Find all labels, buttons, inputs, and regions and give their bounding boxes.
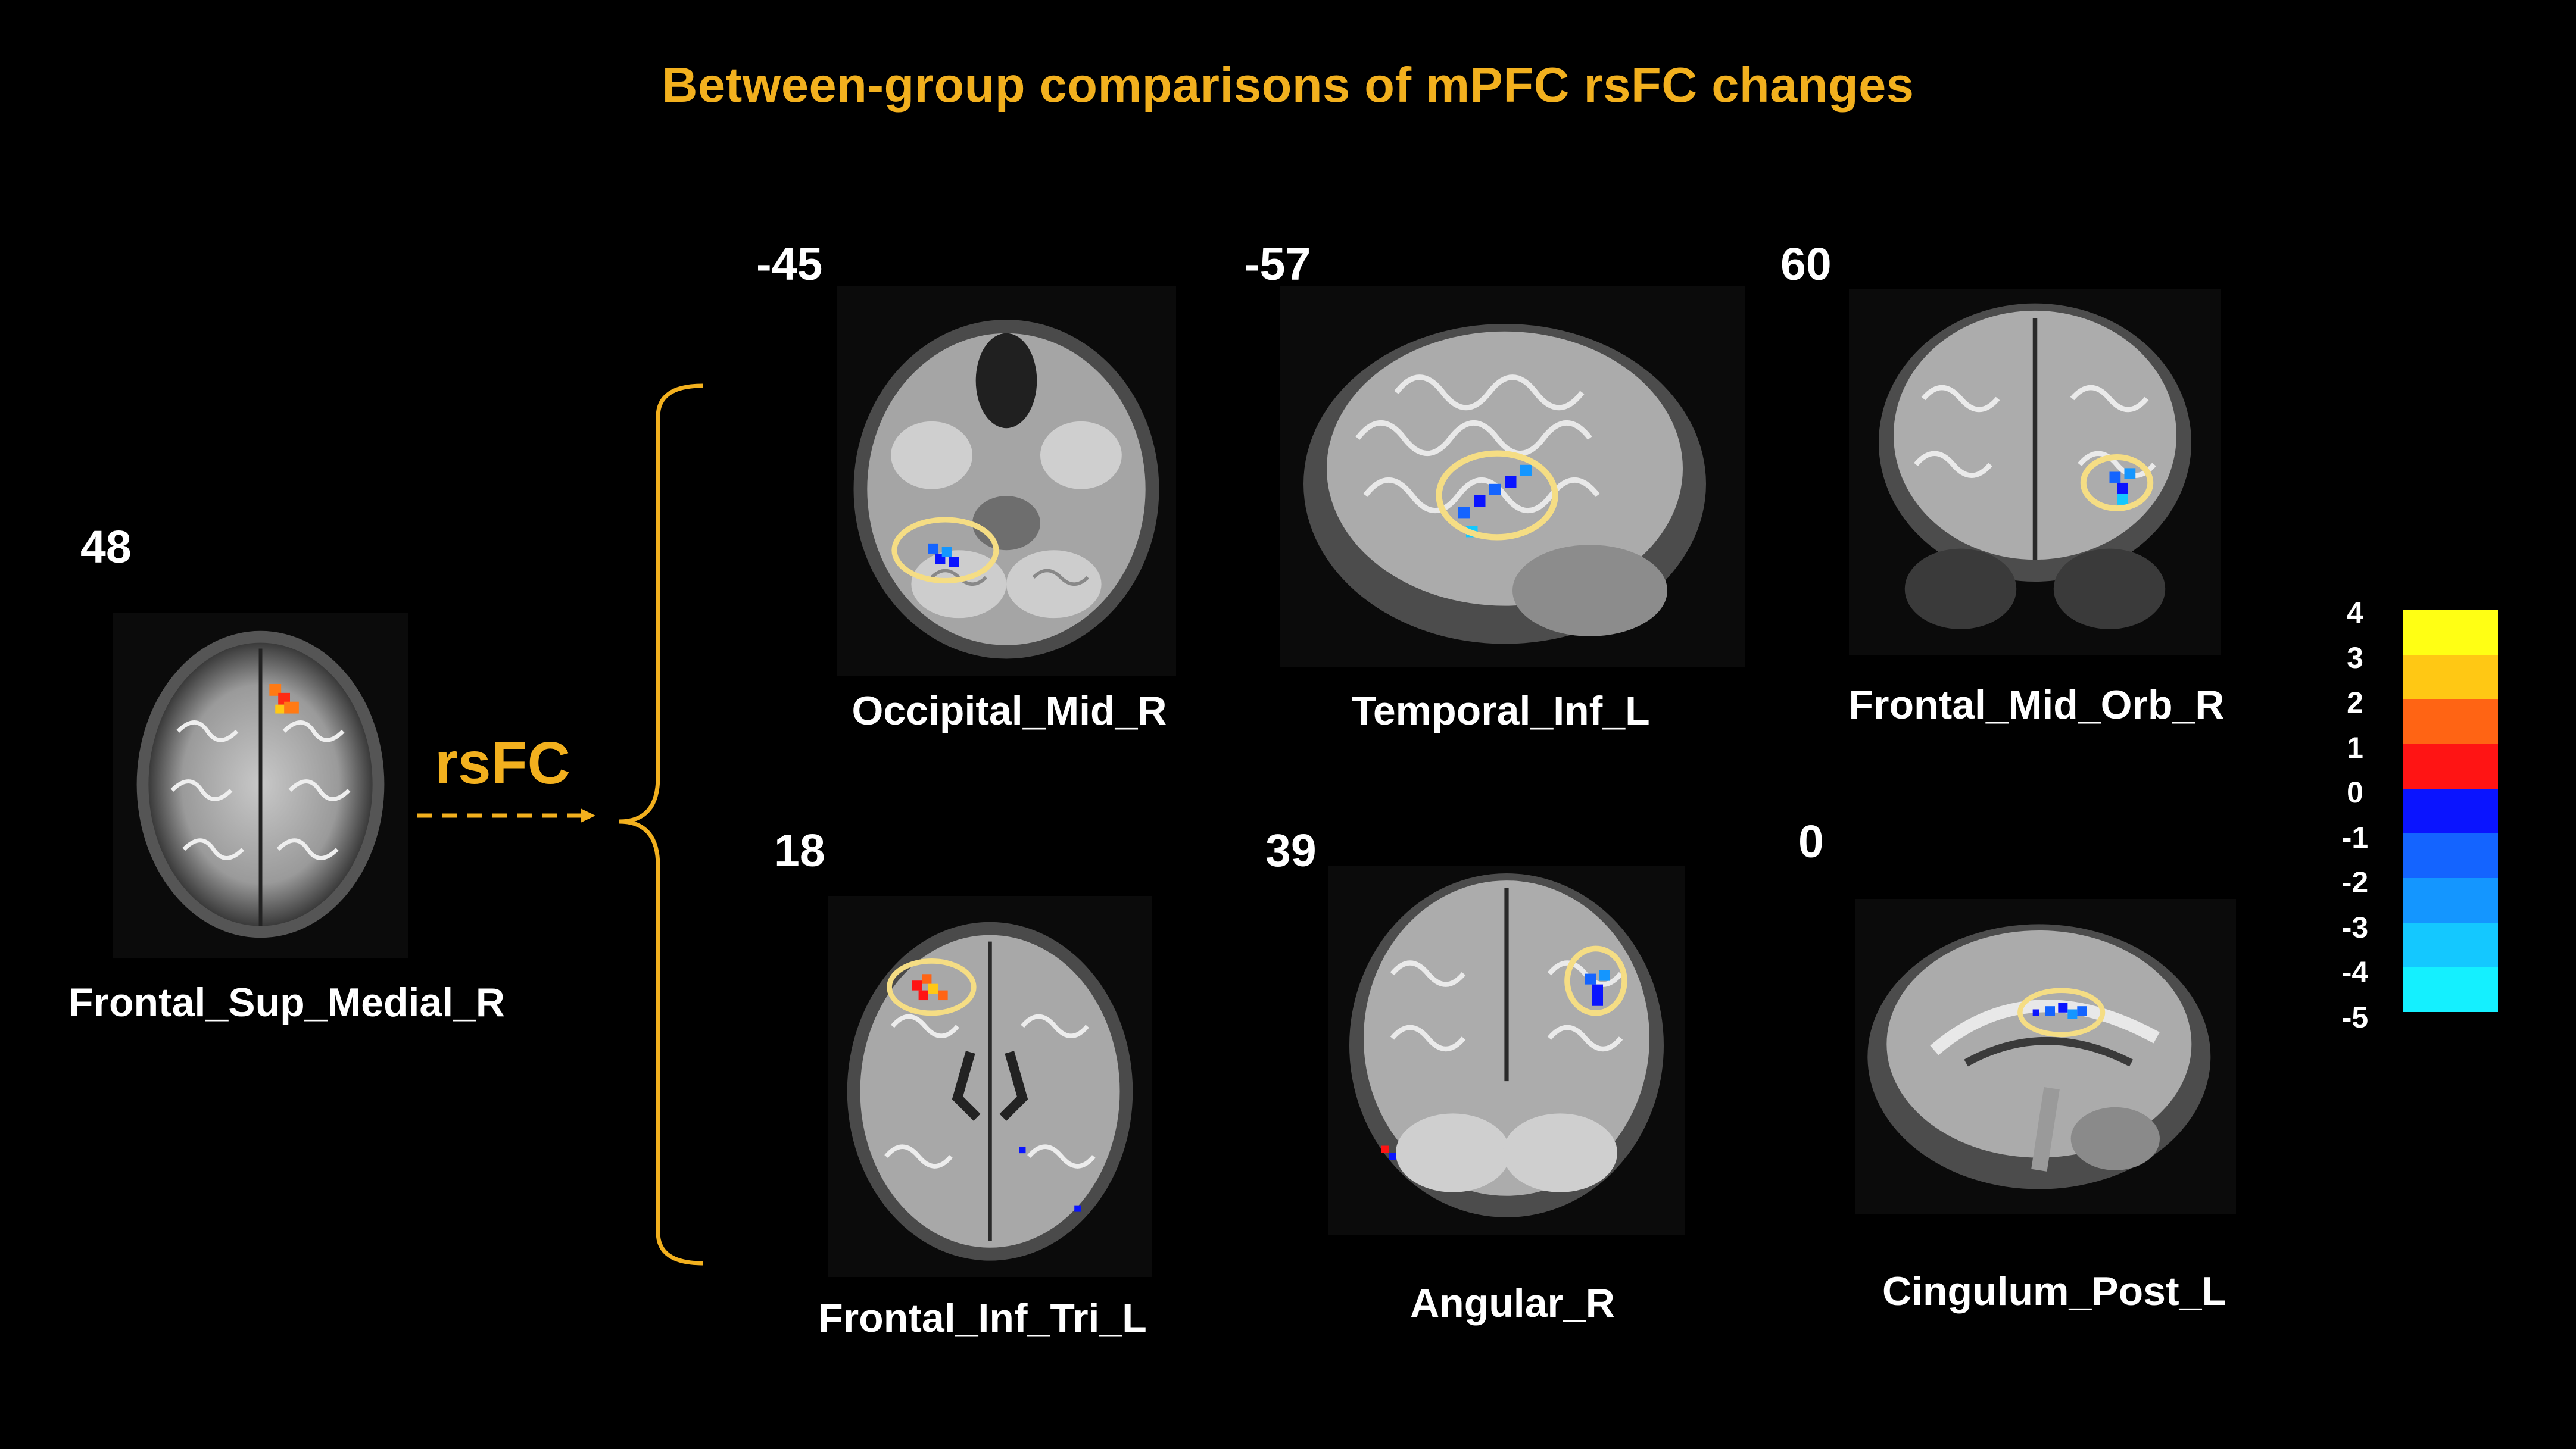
grouping-brace: [619, 383, 703, 1266]
colorbar-tick-label: 2: [2347, 686, 2363, 719]
panel-slice-number: 60: [1780, 239, 1832, 290]
panel-region-label: Frontal_Inf_Tri_L: [818, 1295, 1147, 1341]
panel-slice-number: 18: [774, 825, 825, 876]
colorbar-segment: [2403, 833, 2498, 878]
colorbar-segment: [2403, 610, 2498, 655]
panel-region-label: Angular_R: [1410, 1281, 1615, 1326]
brain-panel-angular-r: [1328, 866, 1685, 1235]
panel-slice-number: 39: [1265, 825, 1317, 876]
panel-region-label: Temporal_Inf_L: [1351, 688, 1650, 733]
colorbar: [2403, 610, 2498, 1012]
colorbar-tick-label: 4: [2347, 596, 2363, 629]
panel-region-label: Cingulum_Post_L: [1882, 1269, 2227, 1314]
brain-panel-cingulum-post-l: [1855, 899, 2236, 1214]
panel-slice-number: 0: [1798, 816, 1824, 867]
colorbar-tick-label: 1: [2347, 731, 2363, 764]
colorbar-segment: [2403, 789, 2498, 833]
panel-slice-number: -57: [1245, 239, 1311, 290]
panel-region-label: Occipital_Mid_R: [852, 688, 1167, 733]
seed-slice-number: 48: [80, 521, 132, 573]
brain-panel-occipital-mid-r: [837, 286, 1176, 676]
colorbar-segment: [2403, 878, 2498, 923]
seed-region-label: Frontal_Sup_Medial_R: [68, 980, 506, 1025]
panel-slice-number: -45: [756, 239, 823, 290]
colorbar-tick-label: -1: [2341, 821, 2369, 854]
colorbar-tick-label: 0: [2347, 776, 2363, 809]
colorbar-segment: [2403, 744, 2498, 789]
colorbar-segment: [2403, 699, 2498, 744]
brain-panel-frontal-mid-orb-r: [1849, 289, 2221, 655]
rsfc-label: rsFC: [435, 730, 570, 797]
colorbar-segment: [2403, 967, 2498, 1012]
colorbar-tick-label: -3: [2341, 911, 2369, 944]
rsfc-dashed-arrow: [417, 808, 595, 823]
seed-brain-image: [113, 613, 408, 958]
panel-region-label: Frontal_Mid_Orb_R: [1848, 682, 2225, 727]
brain-panel-frontal-inf-tri-l: [828, 896, 1152, 1277]
colorbar-tick-label: -4: [2341, 955, 2369, 989]
brain-panel-temporal-inf-l: [1280, 286, 1745, 667]
figure-title: Between-group comparisons of mPFC rsFC c…: [662, 57, 1914, 113]
colorbar-tick-label: 3: [2347, 641, 2363, 674]
colorbar-tick-label: -5: [2341, 1001, 2369, 1034]
colorbar-tick-label: -2: [2341, 866, 2369, 899]
colorbar-segment: [2403, 655, 2498, 699]
colorbar-ticks: 4 3 2 1 0 -1 -2 -3 -4 -5: [2322, 595, 2388, 1036]
colorbar-segment: [2403, 923, 2498, 967]
